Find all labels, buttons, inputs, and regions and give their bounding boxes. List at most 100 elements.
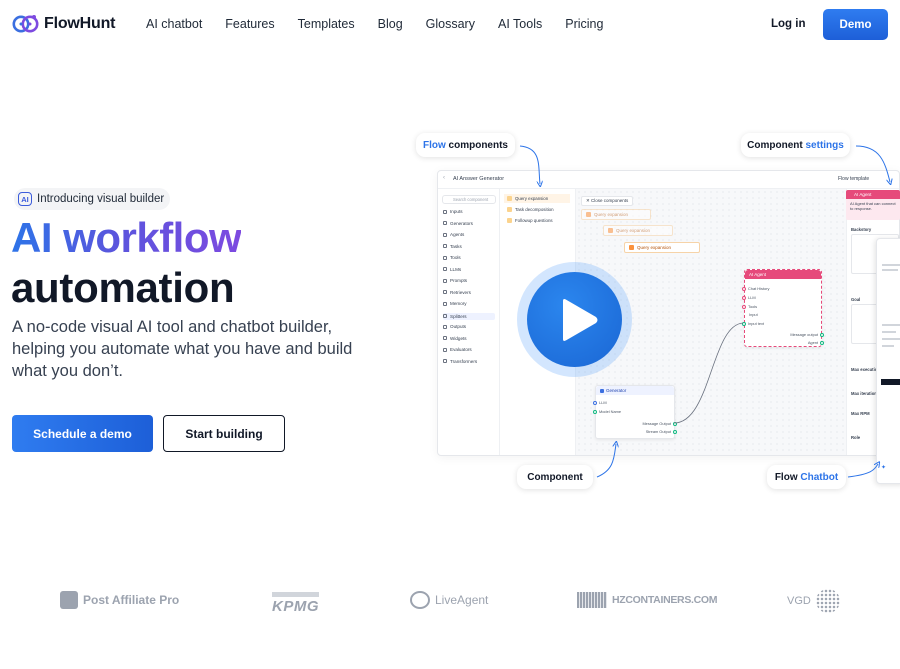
brand-logo[interactable]: FlowHunt: [12, 13, 115, 35]
annotation-component: Component: [517, 465, 593, 489]
preview-sidebar-item: Outputs: [443, 324, 466, 329]
category-icon: [443, 336, 447, 340]
preview-chatbot-panel: ✦: [876, 238, 900, 484]
preview-query-node: Query expansion: [603, 225, 673, 236]
nav-item-pricing[interactable]: Pricing: [565, 17, 604, 31]
ai-badge-icon: AI: [18, 192, 32, 206]
category-icon: [443, 359, 447, 363]
preview-list-item: Followup questions: [504, 216, 570, 225]
preview-sidebar-item: Prompts: [443, 278, 467, 283]
top-nav: FlowHunt AI chatbot Features Templates B…: [0, 0, 900, 48]
preview-sidebar-item: Tasks: [443, 244, 462, 249]
schedule-demo-button[interactable]: Schedule a demo: [12, 415, 153, 452]
preview-list-item: Query expansion: [504, 194, 570, 203]
post-affiliate-pro-icon: [60, 591, 78, 609]
preview-generator-node: Generator LLM Model Name Message Output …: [593, 385, 677, 439]
logo-kpmg: KPMG: [272, 592, 319, 615]
nav-item-ai-chatbot[interactable]: AI chatbot: [146, 17, 203, 31]
preview-generator-node-header: Generator: [596, 386, 674, 395]
logo-hzcontainers: HZCONTAINERS.COM: [577, 592, 718, 608]
category-icon: [443, 209, 447, 214]
preview-query-node: Query expansion: [581, 209, 651, 220]
category-icon: [443, 267, 447, 271]
preview-template-label: Flow template: [838, 176, 870, 182]
category-icon: [443, 221, 447, 225]
component-icon: [507, 207, 512, 212]
nav-item-blog[interactable]: Blog: [377, 17, 403, 31]
preview-agent-settings-header: AI Agent AI Agent that can connect to re…: [846, 190, 900, 220]
preview-flow-title: AI Answer Generator: [453, 176, 505, 182]
logo-vgd: VGD: [787, 589, 840, 613]
preview-sidebar-item: Transformers: [443, 359, 477, 364]
preview-canvas: ✕ Close components Query expansion Query…: [576, 189, 846, 455]
nav-item-features[interactable]: Features: [225, 17, 275, 31]
demo-button[interactable]: Demo: [823, 9, 888, 40]
preview-agent-node-header: AI Agent: [745, 270, 821, 279]
preview-backstory-label: Backstory: [851, 227, 872, 232]
preview-sidebar-item: Memory: [443, 301, 467, 306]
preview-max-execution-label: Max execution: [851, 367, 880, 372]
play-icon: [562, 298, 597, 341]
preview-max-rpm-label: Max RPM: [851, 411, 870, 416]
category-icon: [443, 244, 447, 248]
play-video-button[interactable]: [527, 272, 622, 367]
component-icon: [586, 212, 591, 217]
component-icon: [608, 228, 613, 233]
preview-goal-label: Goal: [851, 297, 861, 302]
login-link[interactable]: Log in: [771, 18, 806, 30]
hero-subtitle: A no-code visual AI tool and chatbot bui…: [12, 318, 353, 380]
main-menu: AI chatbot Features Templates Blog Gloss…: [146, 17, 626, 31]
logo-post-affiliate-pro: Post Affiliate Pro: [60, 591, 179, 609]
preview-sidebar-item: LLMs: [443, 267, 461, 272]
preview-sidebar-item: Generators: [443, 221, 473, 226]
component-icon: [507, 218, 512, 223]
preview-connection-line: [673, 322, 744, 424]
preview-sidebar-item: Agents: [443, 232, 464, 237]
preview-query-node: Query expansion: [624, 242, 700, 253]
hero-title-line2: automation: [11, 264, 235, 311]
customer-logos: Post Affiliate Pro KPMG LiveAgent HZCONT…: [0, 586, 900, 618]
category-icon: [443, 324, 447, 329]
preview-sidebar-item: Retrievers: [443, 290, 471, 295]
preview-agent-node: AI Agent Chat History LLM Tools Input In…: [742, 269, 824, 347]
preview-search-input: Search component: [442, 195, 496, 204]
component-icon: [507, 196, 512, 201]
category-icon: [443, 255, 447, 260]
category-icon: [443, 290, 447, 294]
flowhunt-logo-icon: [12, 15, 39, 33]
nav-item-ai-tools[interactable]: AI Tools: [497, 17, 543, 31]
preview-sidebar-item: Widgets: [443, 336, 467, 341]
annotation-flow-components: Flow components: [416, 133, 515, 157]
start-building-button[interactable]: Start building: [163, 415, 285, 452]
nav-item-glossary[interactable]: Glossary: [425, 17, 475, 31]
preview-max-iterations-label: Max iterations: [851, 391, 880, 396]
preview-close-components: ✕ Close components: [581, 196, 634, 206]
preview-sidebar-item-active: Splitters: [443, 312, 495, 320]
intro-badge[interactable]: AI Introducing visual builder: [14, 188, 171, 210]
annotation-flow-chatbot: Flow Chatbot: [767, 465, 846, 489]
category-icon: [443, 301, 447, 306]
component-icon: [629, 245, 634, 250]
hero-title-line1: AI workflow: [11, 214, 242, 261]
logo-liveagent: LiveAgent: [410, 591, 488, 609]
annotation-component-settings: Component settings: [741, 133, 850, 157]
category-icon: [443, 278, 447, 283]
category-icon: [443, 347, 447, 352]
liveagent-icon: [410, 591, 430, 609]
preview-role-label: Role: [851, 435, 861, 440]
vgd-globe-icon: [815, 589, 840, 613]
nav-item-templates[interactable]: Templates: [297, 17, 355, 31]
preview-sidebar-item: Tools: [443, 255, 461, 260]
preview-sidebar: Search component Inputs Generators Agent…: [438, 189, 500, 455]
brand-name: FlowHunt: [44, 15, 116, 32]
preview-sidebar-item: Evaluators: [443, 347, 472, 352]
container-icon: [577, 592, 607, 608]
category-icon: [443, 232, 447, 237]
preview-sidebar-item: Inputs: [443, 209, 463, 214]
preview-toolbar: ‹ AI Answer Generator Flow template: [438, 171, 899, 189]
category-icon: [443, 314, 447, 318]
back-arrow-icon: ‹: [443, 175, 445, 181]
intro-badge-label: Introducing visual builder: [37, 193, 165, 205]
send-icon: ✦: [881, 465, 887, 471]
flow-builder-preview: ‹ AI Answer Generator Flow template Sear…: [437, 170, 900, 456]
